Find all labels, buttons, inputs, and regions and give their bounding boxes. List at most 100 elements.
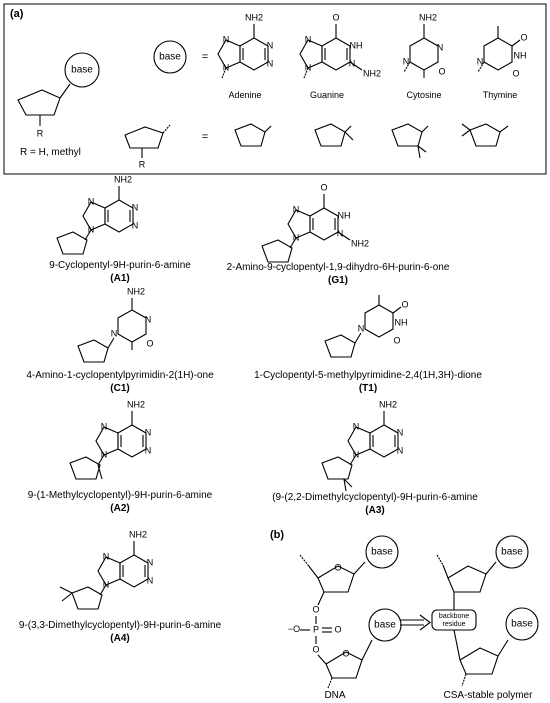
- polymer-caption: CSA-stable polymer: [444, 690, 534, 701]
- compound-a4-code: (A4): [110, 633, 129, 644]
- svg-text:NH2: NH2: [114, 174, 132, 184]
- svg-text:N: N: [145, 445, 152, 455]
- svg-text:N: N: [103, 551, 110, 561]
- compound-g1-name: 2-Amino-9-cyclopentyl-1,9-dihydro-6H-pur…: [227, 262, 450, 273]
- adenine-structure: NH2 N N N N: [217, 12, 274, 79]
- svg-text:N: N: [305, 34, 312, 44]
- svg-text:N: N: [477, 56, 484, 66]
- panel-b-label: (b): [270, 529, 284, 541]
- svg-text:N: N: [397, 427, 404, 437]
- dna-base-circle-1: [365, 535, 399, 569]
- equals-sign-1: =: [202, 51, 208, 63]
- svg-text:base: base: [371, 547, 393, 558]
- base-label: base: [71, 65, 93, 76]
- svg-text:N: N: [132, 202, 139, 212]
- compound-a1-code: (A1): [110, 273, 129, 284]
- svg-text:N: N: [101, 421, 108, 431]
- compound-t1-code: (T1): [359, 383, 377, 394]
- svg-text:NH2: NH2: [245, 12, 263, 22]
- svg-text:O: O: [520, 32, 527, 42]
- svg-text:N: N: [111, 328, 118, 338]
- svg-text:O: O: [393, 335, 400, 345]
- svg-text:N: N: [267, 40, 274, 50]
- equals-sign-2: =: [202, 131, 208, 143]
- svg-text:O: O: [334, 624, 341, 634]
- svg-text:N: N: [293, 204, 300, 214]
- compound-t1-name: 1-Cyclopentyl-5-methylpyrimidine-2,4(1H,…: [254, 370, 482, 381]
- svg-text:N: N: [147, 557, 154, 567]
- compound-g1-code: (G1): [328, 275, 348, 286]
- svg-text:residue: residue: [443, 621, 466, 628]
- svg-text:−O: −O: [288, 624, 300, 634]
- svg-text:O: O: [320, 182, 327, 192]
- base-circle: [64, 52, 100, 88]
- svg-text:O: O: [312, 604, 319, 614]
- svg-text:NH2: NH2: [129, 529, 147, 539]
- cyclopentane-legend: R =: [124, 123, 509, 169]
- svg-text:N: N: [358, 323, 365, 333]
- polymer-base-circle-2: [505, 607, 539, 641]
- compound-a1-name: 9-Cyclopentyl-9H-purin-6-amine: [49, 260, 191, 271]
- svg-text:N: N: [437, 42, 444, 52]
- svg-text:NH: NH: [338, 210, 351, 220]
- generic-scaffold: base R: [17, 52, 100, 138]
- dna-caption: DNA: [324, 690, 345, 701]
- panel-a-frame: [3, 3, 547, 175]
- adenine-label: Adenine: [228, 90, 261, 100]
- compound-a3-structure: NH2 N N N N: [321, 399, 404, 492]
- compound-a4-name: 9-(3,3-Dimethylcyclopentyl)-9H-purin-6-a…: [19, 620, 222, 631]
- compound-a4-structure: NH2 N N N N: [59, 529, 154, 610]
- svg-text:NH2: NH2: [127, 286, 145, 296]
- svg-text:N: N: [267, 58, 274, 68]
- svg-text:N: N: [132, 220, 139, 230]
- svg-text:NH2: NH2: [379, 399, 397, 409]
- compound-a1-structure: NH2 N N N N: [56, 174, 139, 255]
- guanine-structure: O NH N NH2 N N: [299, 12, 381, 78]
- svg-text:N: N: [88, 224, 95, 234]
- svg-text:N: N: [353, 421, 360, 431]
- svg-text:NH: NH: [350, 40, 363, 50]
- thymine-structure: O NH O N: [477, 26, 528, 78]
- svg-text:R: R: [139, 159, 146, 169]
- r-group-label: R: [37, 128, 44, 138]
- compound-a2-code: (A2): [110, 503, 129, 514]
- svg-text:N: N: [403, 56, 410, 66]
- svg-text:N: N: [223, 62, 230, 72]
- cytosine-label: Cytosine: [406, 90, 441, 100]
- svg-text:N: N: [223, 34, 230, 44]
- compound-c1-name: 4-Amino-1-cyclopentylpyrimidin-2(1H)-one: [26, 370, 214, 381]
- base-circle-legend: [153, 40, 187, 74]
- guanine-label: Guanine: [310, 90, 344, 100]
- svg-text:O: O: [401, 299, 408, 309]
- svg-text:O: O: [334, 562, 341, 572]
- compound-a3-name: (9-(2,2-Dimethylcyclopentyl)-9H-purin-6-…: [272, 492, 478, 503]
- svg-text:NH: NH: [395, 317, 408, 327]
- svg-text:P: P: [313, 624, 319, 634]
- thymine-label: Thymine: [483, 90, 518, 100]
- svg-text:N: N: [147, 575, 154, 585]
- compound-t1-structure: O NH O N: [324, 295, 409, 358]
- svg-text:N: N: [145, 314, 152, 324]
- svg-text:NH2: NH2: [363, 68, 381, 78]
- svg-text:base: base: [501, 547, 523, 558]
- svg-text:N: N: [305, 62, 312, 72]
- svg-text:N: N: [353, 449, 360, 459]
- compound-a2-structure: NH2 N N N N: [69, 399, 152, 480]
- svg-text:NH2: NH2: [127, 399, 145, 409]
- svg-text:N: N: [101, 449, 108, 459]
- svg-text:base: base: [511, 619, 533, 630]
- svg-text:backbone: backbone: [439, 613, 469, 620]
- svg-text:O: O: [312, 644, 319, 654]
- polymer-base-circle-1: [495, 535, 529, 569]
- svg-text:O: O: [146, 338, 153, 348]
- svg-text:N: N: [88, 196, 95, 206]
- panel-a-label: (a): [10, 8, 24, 20]
- compound-c1-structure: NH2 N O N: [77, 286, 154, 363]
- svg-text:NH: NH: [514, 50, 527, 60]
- svg-text:O: O: [438, 66, 445, 76]
- svg-text:N: N: [337, 228, 344, 238]
- csa-polymer-diagram: base backbone residue base: [431, 535, 539, 687]
- svg-text:NH2: NH2: [351, 238, 369, 248]
- svg-text:O: O: [342, 648, 349, 658]
